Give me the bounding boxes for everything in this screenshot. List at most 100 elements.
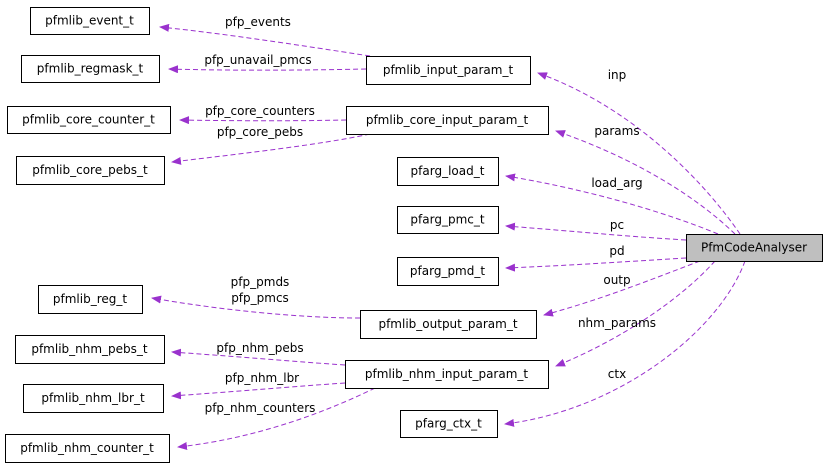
node-box xyxy=(15,335,165,364)
node-box xyxy=(7,106,171,134)
class-node-coreinput[interactable]: pfmlib_core_input_param_t xyxy=(346,106,549,135)
edge-label: inp xyxy=(608,68,627,82)
node-box xyxy=(345,360,549,389)
edge-line xyxy=(505,173,719,235)
edge-pfm-to-nhminput: nhm_params xyxy=(555,260,716,367)
class-node-pfm[interactable]: PfmCodeAnalyser xyxy=(686,234,823,262)
edge-line xyxy=(537,72,741,235)
edge-nhminput-to-nhmpebs: pfp_nhm_pebs xyxy=(171,341,346,366)
edge-line xyxy=(171,348,346,366)
edge-label: pfp_events xyxy=(225,15,291,29)
edge-line xyxy=(177,387,376,450)
edge-label: ctx xyxy=(608,367,626,381)
node-box xyxy=(21,55,160,83)
edge-label: load_arg xyxy=(591,176,642,190)
class-node-corecounter[interactable]: pfmlib_core_counter_t xyxy=(7,106,171,134)
edge-nhminput-to-nhmlbr: pfp_nhm_lbr xyxy=(171,371,346,400)
edge-input-to-regmask: pfp_unavail_pmcs xyxy=(168,53,367,74)
edge-line xyxy=(555,260,716,367)
class-node-pmd[interactable]: pfarg_pmd_t xyxy=(397,257,499,286)
node-box xyxy=(23,384,164,413)
edge-pfm-to-pmd: pd xyxy=(505,244,687,272)
edge-input-to-event: pfp_events xyxy=(159,15,371,57)
node-label: pfmlib_reg_t xyxy=(53,292,127,306)
edge-label: pfp_pmcs xyxy=(231,291,289,305)
node-label: pfmlib_nhm_input_param_t xyxy=(365,367,529,381)
edge-label: pfp_core_counters xyxy=(205,104,315,118)
edge-pfm-to-pmc: pc xyxy=(505,218,687,241)
edge-pfm-to-load: load_arg xyxy=(505,173,719,235)
class-node-nhmpebs[interactable]: pfmlib_nhm_pebs_t xyxy=(15,335,165,364)
node-label: pfmlib_core_pebs_t xyxy=(32,163,148,177)
node-box xyxy=(5,434,170,463)
edge-pfm-to-output: outp xyxy=(543,260,701,317)
class-node-output[interactable]: pfmlib_output_param_t xyxy=(360,310,537,339)
node-label: pfmlib_regmask_t xyxy=(37,62,144,76)
edge-line xyxy=(159,23,371,57)
edge-line xyxy=(555,130,736,235)
edge-output-to-reg: pfp_pmds pfp_pmcs xyxy=(151,275,361,319)
edge-line xyxy=(505,222,687,241)
edge-line xyxy=(179,116,347,125)
edge-line xyxy=(171,382,346,400)
class-node-nhminput[interactable]: pfmlib_nhm_input_param_t xyxy=(345,360,549,389)
edge-label: pc xyxy=(610,218,624,232)
edge-label: outp xyxy=(603,273,630,287)
node-box xyxy=(16,156,165,185)
class-node-regmask[interactable]: pfmlib_regmask_t xyxy=(21,55,160,83)
node-label: pfmlib_output_param_t xyxy=(378,317,517,331)
node-label: PfmCodeAnalyser xyxy=(701,241,807,255)
node-box xyxy=(30,7,150,35)
edge-coreinput-to-corepebs: pfp_core_pebs xyxy=(171,125,371,165)
node-label: pfarg_ctx_t xyxy=(415,417,482,431)
node-label: pfarg_pmd_t xyxy=(410,264,485,278)
edge-nhminput-to-nhmcounter: pfp_nhm_counters xyxy=(177,387,376,450)
node-label: pfmlib_nhm_counter_t xyxy=(20,441,154,455)
class-node-reg[interactable]: pfmlib_reg_t xyxy=(38,285,143,314)
node-label: pfmlib_core_input_param_t xyxy=(366,113,529,127)
class-node-nhmcounter[interactable]: pfmlib_nhm_counter_t xyxy=(5,434,170,463)
edge-label: nhm_params xyxy=(578,316,656,330)
edge-label: pfp_nhm_lbr xyxy=(225,371,299,385)
node-box xyxy=(397,157,499,186)
edge-label: pfp_unavail_pmcs xyxy=(204,53,311,67)
node-box xyxy=(38,285,143,314)
edge-pfm-to-coreinput: params xyxy=(555,124,736,235)
node-box xyxy=(360,310,537,339)
class-node-load[interactable]: pfarg_load_t xyxy=(397,157,499,186)
edge-label: pfp_nhm_counters xyxy=(205,401,316,415)
edge-line xyxy=(543,260,701,317)
edge-line xyxy=(171,133,371,165)
edge-label: pd xyxy=(609,244,624,258)
class-node-corepebs[interactable]: pfmlib_core_pebs_t xyxy=(16,156,165,185)
edge-pfm-to-input: inp xyxy=(537,68,741,235)
edge-pfm-to-ctx: ctx xyxy=(504,260,746,427)
node-label: pfmlib_input_param_t xyxy=(383,63,514,77)
edge-line xyxy=(505,257,687,272)
node-box xyxy=(400,410,498,438)
edge-label: pfp_nhm_pebs xyxy=(216,341,303,355)
edge-label: pfp_pmds xyxy=(231,275,290,289)
class-node-ctx[interactable]: pfarg_ctx_t xyxy=(400,410,498,438)
node-box xyxy=(686,234,823,262)
node-label: pfmlib_event_t xyxy=(45,14,134,28)
node-box xyxy=(346,106,549,135)
node-label: pfarg_load_t xyxy=(411,164,485,178)
class-node-nhmlbr[interactable]: pfmlib_nhm_lbr_t xyxy=(23,384,164,413)
edge-coreinput-to-corecounter: pfp_core_counters xyxy=(179,104,347,125)
node-box xyxy=(397,257,499,286)
node-label: pfarg_pmc_t xyxy=(410,213,484,227)
node-label: pfmlib_core_counter_t xyxy=(22,113,155,127)
node-box xyxy=(366,56,531,85)
class-node-pmc[interactable]: pfarg_pmc_t xyxy=(397,206,499,234)
edge-line xyxy=(168,65,367,74)
edge-label: pfp_core_pebs xyxy=(217,125,303,139)
class-node-event[interactable]: pfmlib_event_t xyxy=(30,7,150,35)
node-label: pfmlib_nhm_pebs_t xyxy=(31,342,148,356)
class-node-input[interactable]: pfmlib_input_param_t xyxy=(366,56,531,85)
edge-line xyxy=(504,260,746,427)
edge-label: params xyxy=(594,124,639,138)
node-label: pfmlib_nhm_lbr_t xyxy=(41,391,145,405)
node-box xyxy=(397,206,499,234)
